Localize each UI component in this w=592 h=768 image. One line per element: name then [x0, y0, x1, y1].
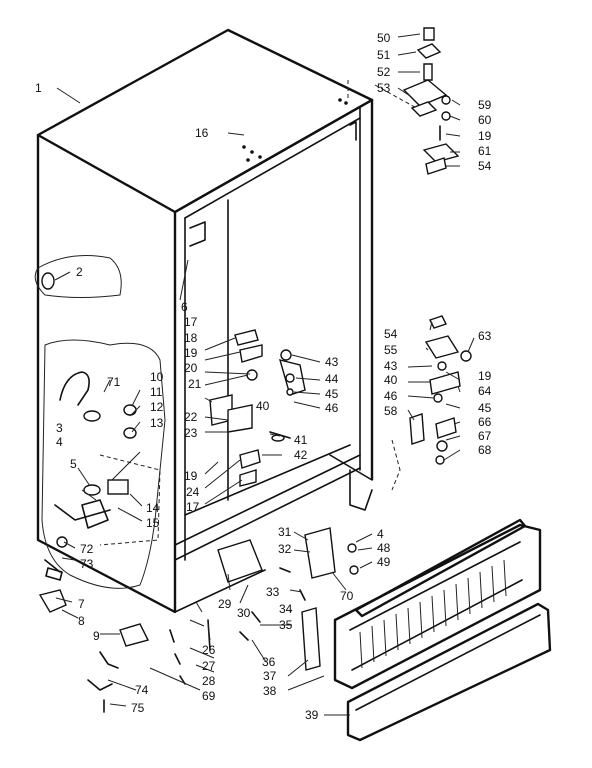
label-54: 54: [384, 327, 398, 341]
label-18: 18: [184, 331, 198, 345]
label-68: 68: [478, 443, 492, 457]
label-32: 32: [278, 542, 292, 556]
label-71: 71: [107, 375, 121, 389]
label-75: 75: [131, 701, 145, 715]
label-55: 55: [384, 343, 398, 357]
label-3: 3: [56, 421, 63, 435]
label-49: 49: [377, 555, 391, 569]
label-15: 15: [146, 516, 160, 530]
label-19: 19: [478, 129, 492, 143]
label-39: 39: [305, 708, 319, 722]
label-2: 2: [76, 265, 83, 279]
label-29: 29: [218, 597, 232, 611]
label-5: 5: [70, 457, 77, 471]
label-12: 12: [150, 400, 164, 414]
label-36: 36: [262, 655, 276, 669]
label-51: 51: [377, 48, 391, 62]
label-64: 64: [478, 384, 492, 398]
label-16: 16: [195, 126, 209, 140]
label-58: 58: [384, 404, 398, 418]
callouts: 1 2 3 4 4 5 6 7 8 9 10 11 12 13 14 15 16…: [35, 31, 492, 722]
label-4: 4: [377, 527, 384, 541]
label-38: 38: [263, 684, 277, 698]
part-2-clip: [34, 255, 122, 298]
label-19: 19: [478, 369, 492, 383]
label-69: 69: [202, 689, 216, 703]
lower-center-parts: [217, 527, 359, 671]
label-28: 28: [202, 674, 216, 688]
label-44: 44: [325, 372, 339, 386]
label-45: 45: [325, 387, 339, 401]
label-66: 66: [478, 415, 492, 429]
label-8: 8: [78, 614, 85, 628]
label-30: 30: [237, 606, 251, 620]
label-22: 22: [184, 410, 198, 424]
label-17: 17: [184, 315, 198, 329]
label-53: 53: [377, 81, 391, 95]
label-43: 43: [384, 359, 398, 373]
label-54: 54: [478, 159, 492, 173]
label-33: 33: [266, 585, 280, 599]
center-brackets: [209, 329, 306, 487]
label-67: 67: [478, 429, 492, 443]
label-72: 72: [80, 542, 94, 556]
leader-lines: [54, 33, 475, 716]
label-19: 19: [184, 469, 198, 483]
label-11: 11: [150, 385, 163, 399]
label-9: 9: [93, 629, 100, 643]
trim-strip: [354, 518, 527, 618]
label-20: 20: [184, 361, 198, 375]
mid-hinge: [409, 315, 472, 465]
label-7: 7: [78, 597, 85, 611]
label-6: 6: [181, 300, 188, 314]
label-26: 26: [202, 643, 216, 657]
label-21: 21: [188, 377, 202, 391]
label-40: 40: [256, 399, 270, 413]
label-50: 50: [377, 31, 391, 45]
label-45: 45: [478, 401, 492, 415]
label-61: 61: [478, 144, 492, 158]
label-43: 43: [325, 355, 339, 369]
label-1: 1: [35, 81, 42, 95]
label-17: 17: [186, 500, 200, 514]
label-41: 41: [294, 433, 308, 447]
label-70: 70: [340, 589, 354, 603]
label-63: 63: [478, 329, 492, 343]
label-10: 10: [150, 370, 164, 384]
label-42: 42: [294, 448, 308, 462]
label-46: 46: [384, 389, 398, 403]
label-19: 19: [184, 346, 198, 360]
label-59: 59: [478, 98, 492, 112]
label-60: 60: [478, 113, 492, 127]
label-14: 14: [146, 501, 160, 515]
label-24: 24: [186, 485, 200, 499]
label-52: 52: [377, 65, 391, 79]
label-27: 27: [202, 659, 216, 673]
label-40: 40: [384, 373, 398, 387]
label-37: 37: [263, 669, 277, 683]
label-74: 74: [135, 683, 149, 697]
label-31: 31: [278, 525, 292, 539]
lower-left-parts: [38, 567, 211, 713]
label-4: 4: [56, 435, 63, 449]
label-34: 34: [279, 602, 293, 616]
water-valve-assembly: [41, 339, 166, 589]
label-48: 48: [377, 541, 391, 555]
label-35: 35: [279, 618, 293, 632]
toe-grille: [333, 523, 552, 742]
label-73: 73: [80, 557, 94, 571]
top-hinge: [402, 27, 460, 175]
label-13: 13: [150, 416, 164, 430]
label-23: 23: [184, 426, 198, 440]
label-46: 46: [325, 401, 339, 415]
